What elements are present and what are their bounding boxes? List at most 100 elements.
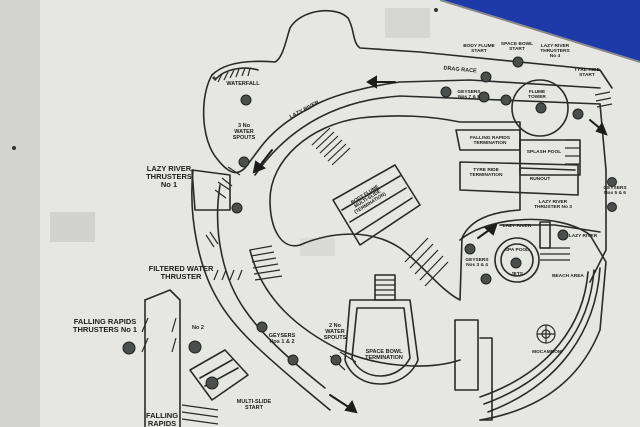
multi-slide-termination bbox=[332, 164, 421, 246]
button-drag-race[interactable] bbox=[480, 71, 492, 83]
slide-lane-runout bbox=[519, 167, 576, 171]
label-geysers-5-6: GEYSERS Nos 5 & 6 bbox=[603, 186, 627, 197]
lower-river-loop bbox=[249, 249, 461, 367]
flume-tower-ring bbox=[511, 79, 569, 137]
board-edge bbox=[439, 0, 640, 63]
button-geysers-3-4[interactable] bbox=[464, 243, 476, 255]
multi-slide-start-box bbox=[189, 349, 249, 401]
lazy-river-outer-right bbox=[589, 103, 607, 283]
flow-arrow-down-head bbox=[252, 160, 267, 174]
right-side-stairs bbox=[565, 91, 613, 165]
label-lazy-river-right: LAZY RIVER bbox=[568, 234, 598, 239]
lower-rails-2 bbox=[479, 337, 493, 421]
button-geysers-3-4b[interactable] bbox=[480, 273, 492, 285]
button-lazy-river-right[interactable] bbox=[557, 229, 569, 241]
button-spouts-3[interactable] bbox=[238, 156, 250, 168]
label-wave-machine: MOCAMBOM bbox=[532, 350, 562, 355]
lazy-river-right-branch bbox=[499, 224, 601, 233]
label-lazy-river-thrusters-1: LAZY RIVER THRUSTERS No 1 bbox=[146, 164, 192, 189]
label-flume-tower: FLUME TOWER bbox=[528, 90, 546, 101]
screw-1 bbox=[12, 146, 16, 150]
button-geysers-7-8[interactable] bbox=[440, 86, 452, 98]
space-bowl-bowl bbox=[344, 299, 419, 385]
button-thrusters-4[interactable] bbox=[535, 102, 547, 114]
thruster-box-1 bbox=[191, 169, 231, 211]
space-bowl-channel bbox=[374, 274, 396, 301]
screw-3 bbox=[434, 8, 438, 12]
beach-steps bbox=[540, 247, 570, 261]
label-lazy-river-mid: LAZY RIVER bbox=[502, 224, 532, 229]
button-geysers-1-2b[interactable] bbox=[287, 354, 299, 366]
beach-outline bbox=[459, 218, 607, 421]
spa-pool-inner bbox=[500, 243, 534, 277]
label-space-bowl-termination: SPACE BOWL TERMINATION bbox=[365, 349, 403, 361]
park-outline-top bbox=[202, 74, 601, 174]
stairs-top bbox=[311, 127, 351, 166]
lower-rails bbox=[454, 319, 479, 391]
waterfall-ridges bbox=[217, 67, 251, 83]
button-geysers-5-6b[interactable] bbox=[607, 202, 617, 212]
stairs-left bbox=[249, 245, 283, 281]
button-flume-tower[interactable] bbox=[500, 94, 512, 106]
label-jets: JETS bbox=[511, 272, 523, 277]
flow-arrow-bottom-head bbox=[344, 399, 358, 414]
button-geysers-5-6a[interactable] bbox=[607, 177, 617, 187]
park-outline-head bbox=[211, 10, 613, 89]
label-geysers-3-4: GEYSERS Nos 3 & 4 bbox=[465, 258, 489, 269]
falling-rapids-steps bbox=[181, 404, 219, 425]
beach-ridges-3 bbox=[479, 271, 589, 398]
thruster-arrows-1 bbox=[214, 177, 233, 199]
stairs-right bbox=[404, 237, 449, 287]
label-geysers-1-2: GEYSERS Nos 1 & 2 bbox=[268, 333, 296, 345]
label-lazy-river-thrusters-4: LAZY RIVER THRUSTERS No 4 bbox=[540, 44, 570, 60]
button-body-flume[interactable] bbox=[478, 91, 490, 103]
multi-slide-termination-lanes bbox=[341, 175, 413, 235]
label-waterfall: WATERFALL bbox=[226, 81, 260, 87]
central-island bbox=[269, 115, 521, 301]
slide-lane-falling-rapids bbox=[455, 129, 521, 151]
board-shadow bbox=[0, 0, 40, 427]
waterfall-wedge bbox=[214, 67, 259, 81]
label-multi-slide-start: MULTI-SLIDE START bbox=[236, 399, 272, 411]
button-space-bowl[interactable] bbox=[512, 56, 524, 68]
label-geysers-7-8: GEYSERS Nos 7 & 8 bbox=[457, 90, 481, 101]
button-multi-slide[interactable] bbox=[205, 376, 219, 390]
lazy-river-channel-left bbox=[191, 169, 331, 411]
beach-ridges-1 bbox=[487, 267, 601, 413]
spa-pool-ring bbox=[494, 237, 540, 283]
button-falling-rapids-1[interactable] bbox=[122, 341, 136, 355]
button-falling-rapids-2[interactable] bbox=[188, 340, 202, 354]
flow-arrow-right-head bbox=[595, 121, 608, 136]
label-spa-pool: SPA POOL bbox=[504, 248, 530, 253]
label-runout: RUNOUT bbox=[529, 177, 551, 182]
button-spouts-2[interactable] bbox=[330, 354, 342, 366]
label-lazy-river-thruster-3: LAZY RIVER THRUSTER No 3 bbox=[534, 200, 572, 211]
label-falling-rapids-termination: FALLING RAPIDS TERMINATION bbox=[470, 136, 510, 147]
label-filtered-water-thruster: FILTERED WATER THRUSTER bbox=[148, 264, 214, 281]
lazy-river-inner bbox=[254, 95, 601, 176]
button-waterfall[interactable] bbox=[240, 94, 252, 106]
button-tyre-ride[interactable] bbox=[572, 108, 584, 120]
thruster-arrows-rapids bbox=[141, 317, 177, 353]
scuff-2 bbox=[300, 238, 335, 256]
button-thrusters-1[interactable] bbox=[231, 202, 243, 214]
screw-2 bbox=[212, 76, 216, 80]
flow-arrow-left-head bbox=[366, 75, 377, 89]
flow-arrow-bottom bbox=[329, 394, 351, 409]
label-no-2: No 2 bbox=[192, 325, 204, 331]
scuff-1 bbox=[50, 212, 95, 242]
label-water-spouts-3: 3 No WATER SPOUTS bbox=[232, 123, 256, 141]
button-geysers-1-2[interactable] bbox=[256, 321, 268, 333]
thruster-arrows-filtered bbox=[213, 269, 243, 281]
label-splash-pool: SPLASH POOL bbox=[526, 150, 562, 155]
falling-rapids-channel bbox=[144, 289, 181, 427]
beach-ridges-2 bbox=[483, 269, 595, 405]
thruster-arrows-river bbox=[205, 231, 219, 248]
slide-lane-tyre bbox=[459, 161, 579, 196]
button-spa-pool[interactable] bbox=[510, 257, 522, 269]
label-space-bowl-start: SPACE BOWL START bbox=[500, 42, 534, 53]
scuff-3 bbox=[385, 8, 430, 38]
